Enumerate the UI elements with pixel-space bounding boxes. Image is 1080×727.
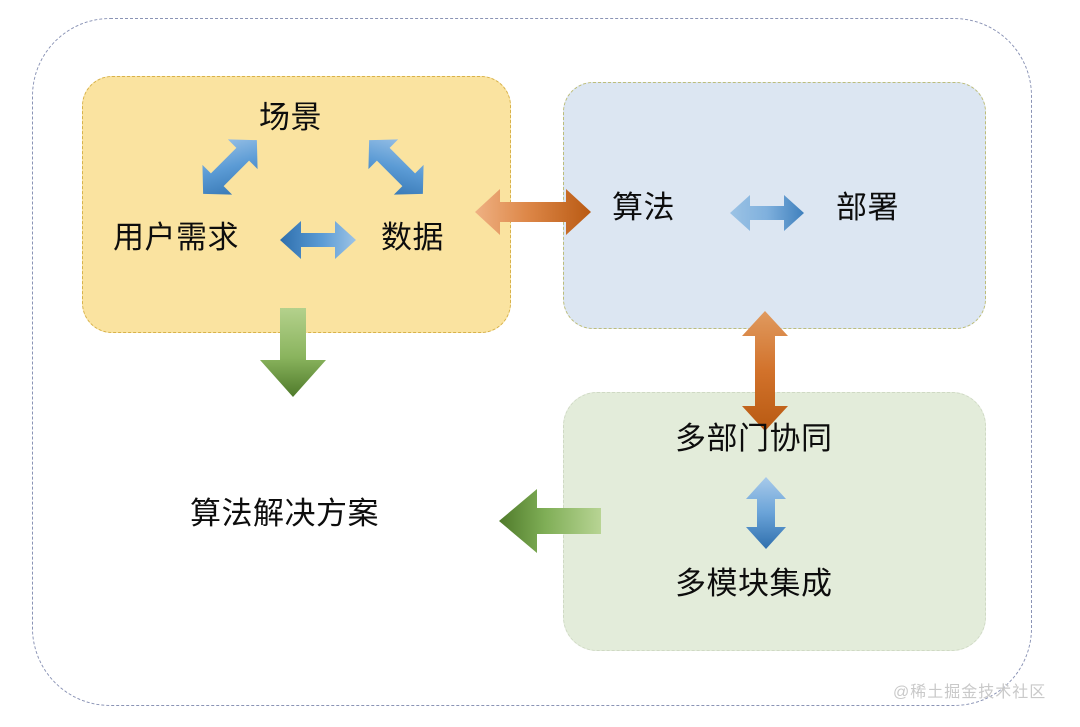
node-label-algorithm: 算法 bbox=[612, 190, 675, 225]
node-label-user-requirement: 用户需求 bbox=[113, 220, 239, 255]
collab-to-integration-arrow bbox=[741, 474, 791, 552]
scenario-group-to-solution-arrow bbox=[254, 306, 332, 400]
node-label-deployment: 部署 bbox=[836, 190, 899, 225]
scenario-to-data-arrow bbox=[352, 131, 440, 203]
watermark: @稀土掘金技术社区 bbox=[893, 684, 1047, 701]
requirement-to-data-arrow bbox=[277, 216, 359, 264]
scenario-group-to-algorithm-group-arrow bbox=[472, 183, 594, 241]
algorithm-group-to-collab-group-arrow bbox=[736, 308, 794, 434]
node-label-multi-module-integration: 多模块集成 bbox=[675, 566, 833, 601]
node-label-algorithm-solution: 算法解决方案 bbox=[190, 496, 379, 531]
node-label-data: 数据 bbox=[381, 220, 444, 255]
outer-dashed-frame bbox=[32, 18, 1032, 706]
algorithm-group-box bbox=[563, 82, 986, 329]
algorithm-to-deployment-arrow bbox=[727, 190, 807, 236]
node-label-multi-dept-collab: 多部门协同 bbox=[675, 421, 833, 456]
scenario-to-requirement-arrow bbox=[186, 131, 274, 203]
collab-group-to-solution-arrow bbox=[496, 486, 604, 556]
node-label-scenario: 场景 bbox=[259, 100, 322, 135]
